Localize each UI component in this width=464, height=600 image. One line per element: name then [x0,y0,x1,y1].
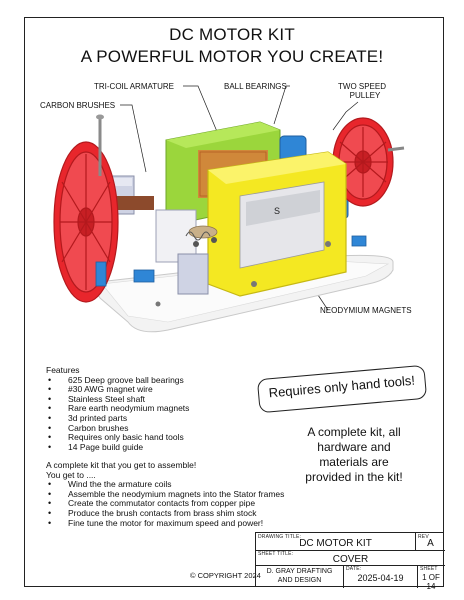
kit-note: A complete kit, all hardware and materia… [305,425,403,484]
screw-heads [155,241,331,307]
stator-frame: S [207,151,347,297]
features-list: 625 Deep groove ball bearings #30 AWG ma… [46,375,189,453]
callout-two-speed-pulley: TWO SPEED PULLEY [338,82,387,100]
sheet-value: 1 OF 14 [422,573,440,591]
list-item: 3d printed parts [46,413,189,424]
assemble-subheading: You get to .... [46,469,96,480]
callout-carbon-brushes: CARBON BRUSHES [40,101,116,110]
commutator-assembly [155,209,218,295]
list-item: Produce the brush contacts from brass sh… [46,508,284,519]
list-item: Requires only basic hand tools [46,433,189,443]
list-item: Carbon brushes [46,423,189,434]
pole-mark: S [274,206,280,216]
date-value: 2025-04-19 [357,573,404,583]
pulley-left [53,141,119,303]
assemble-section: A complete kit that you get to assemble!… [46,460,284,528]
list-item: Stainless Steel shaft [46,394,189,405]
pulley-right [332,117,394,207]
callout-ball-bearings: BALL BEARINGS [224,82,287,91]
list-item: 625 Deep groove ball bearings [46,375,189,386]
list-item: Rare earth neodymium magnets [46,404,189,414]
date-label: DATE: [346,566,362,572]
assemble-heading: A complete kit that you get to assemble! [46,460,197,470]
list-item: Assemble the neodymium magnets into the … [46,489,284,500]
list-item: #30 AWG magnet wire [46,385,189,395]
sheet-label: SHEET [420,566,438,572]
callout-neodymium-magnets: NEODYMIUM MAGNETS [320,306,412,315]
page-subtitle: A POWERFUL MOTOR YOU CREATE! [80,47,384,66]
features-section: Features 625 Deep groove ball bearings #… [46,365,189,453]
rev-value: A [427,538,434,549]
list-item: 14 Page build guide [46,442,189,453]
callout-tri-coil-armature: TRI-COIL ARMATURE [94,82,175,91]
rev-label: REV [418,534,429,540]
company-name: D. GRAY DRAFTING AND DESIGN [266,568,333,584]
list-item: Create the commutator contacts from copp… [46,499,284,509]
page-title: DC MOTOR KIT [169,25,295,44]
sheet-title-label: SHEET TITLE: [258,551,294,557]
assemble-list: Wind the the armature coils Assemble the… [46,480,284,528]
drawing-border [24,17,444,587]
motor-illustration: S [53,85,405,333]
sheet-title-value: COVER [332,554,369,565]
list-item: Wind the the armature coils [46,480,284,490]
copyright-text: © COPYRIGHT 2024 [190,571,261,580]
list-item: Fine tune the motor for maximum speed an… [46,518,284,529]
features-heading: Features [46,365,80,375]
drawing-title-label: DRAWING TITLE: [258,534,302,540]
title-block: DRAWING TITLE: DC MOTOR KIT REV A SHEET … [255,532,445,591]
drawing-title-value: DC MOTOR KIT [299,538,372,549]
base-feet [95,235,367,287]
